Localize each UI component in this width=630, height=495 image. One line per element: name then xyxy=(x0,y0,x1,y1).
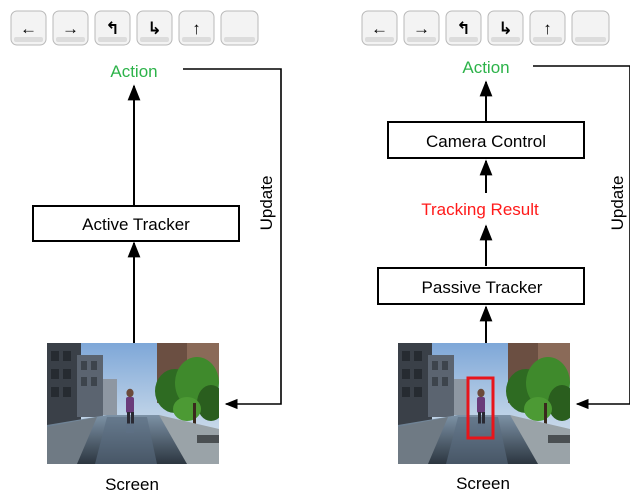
svg-text:↑: ↑ xyxy=(192,19,201,38)
turn-right-icon: ↳ xyxy=(136,10,173,46)
arrow-left-icon: ← xyxy=(10,10,47,46)
left-keyboard: ← → ↰ ↳ ↑ xyxy=(10,10,259,46)
blank-key xyxy=(571,10,610,46)
turn-left-icon: ↰ xyxy=(445,10,482,46)
right-update-arrow xyxy=(533,65,630,410)
arrow-left-icon: ← xyxy=(361,10,398,46)
left-action-label: Action xyxy=(110,62,157,81)
right-update-label: Update xyxy=(608,176,627,231)
svg-text:←: ← xyxy=(371,19,388,38)
right-screen-label: Screen xyxy=(456,474,510,493)
right-passive-tracker-box xyxy=(377,267,585,305)
svg-text:↳: ↳ xyxy=(498,19,512,38)
right-keyboard: ← → ↰ ↳ ↑ xyxy=(361,10,610,46)
turn-right-icon: ↳ xyxy=(487,10,524,46)
svg-text:→: → xyxy=(62,19,79,38)
right-screen-image xyxy=(398,343,570,464)
right-tracking-result-label: Tracking Result xyxy=(421,200,539,219)
svg-text:→: → xyxy=(413,19,430,38)
svg-text:↑: ↑ xyxy=(543,19,552,38)
svg-text:↰: ↰ xyxy=(105,19,119,38)
turn-left-icon: ↰ xyxy=(94,10,131,46)
right-camera-control-box xyxy=(387,121,585,159)
arrow-up-icon: ↑ xyxy=(178,10,215,46)
left-active-tracker-label: Active Tracker xyxy=(82,215,190,234)
svg-text:←: ← xyxy=(20,19,37,38)
svg-text:↳: ↳ xyxy=(147,19,161,38)
svg-text:↰: ↰ xyxy=(456,19,470,38)
arrow-up-icon: ↑ xyxy=(529,10,566,46)
blank-key xyxy=(220,10,259,46)
left-screen-image xyxy=(47,343,219,464)
left-active-tracker-box xyxy=(32,205,240,242)
left-screen-label: Screen xyxy=(105,475,159,494)
tracking-bounding-box xyxy=(466,376,495,440)
right-passive-tracker-label: Passive Tracker xyxy=(422,278,543,297)
arrow-right-icon: → xyxy=(52,10,89,46)
right-camera-control-label: Camera Control xyxy=(426,132,546,151)
arrow-right-icon: → xyxy=(403,10,440,46)
left-update-label: Update xyxy=(257,176,276,231)
right-action-label: Action xyxy=(462,58,509,77)
left-update-arrow xyxy=(183,68,282,410)
